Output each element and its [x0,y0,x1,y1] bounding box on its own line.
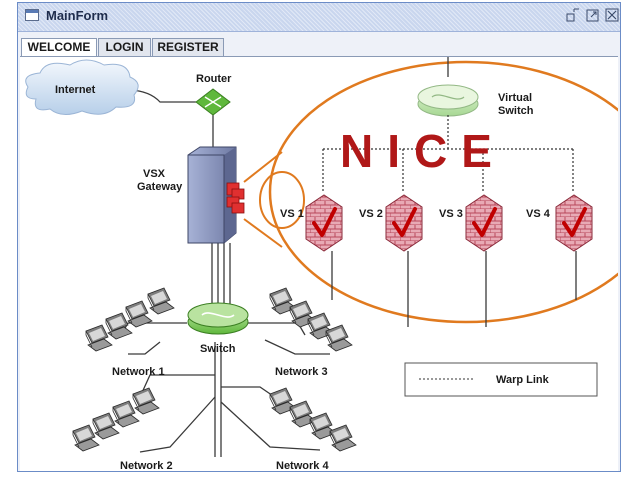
zoom-ellipse [268,60,618,324]
network3-label: Network 3 [275,366,328,378]
vsx-label-line1: VSX [143,168,166,180]
internet-label: Internet [55,84,96,96]
legend-warp-link: Warp Link [496,374,550,386]
zoom-callout-lines [243,151,283,248]
virtual-switch-line1: Virtual [498,92,532,104]
callout-small-ellipse [259,171,305,229]
window-title: MainForm [46,8,109,23]
welcome-panel: Internet Router VSX Gateway [20,56,618,471]
firewall-vs2-icon [385,194,423,252]
tab-welcome[interactable]: WELCOME [21,38,97,57]
main-form-window: MainForm WELCOME LOGIN REGISTER [17,2,621,472]
network-diagram: Internet Router VSX Gateway [25,57,618,471]
network4-label: Network 4 [276,460,329,471]
firewall-downlinks [331,251,577,327]
tab-strip: WELCOME LOGIN REGISTER [18,38,620,57]
maximize-icon[interactable] [586,8,600,22]
vsx-gateway-icon [187,146,245,244]
vs4-label: VS 4 [526,208,551,220]
switch-icon [187,302,249,335]
vs2-label: VS 2 [359,208,383,220]
virtual-link-lines [322,115,574,192]
switch-label: Switch [200,343,236,355]
network4-computers-icon [269,387,357,452]
tab-register[interactable]: REGISTER [152,38,224,56]
nice-stamp: NICE [340,125,506,177]
network1-computers-icon [85,287,175,352]
router-label: Router [196,73,232,85]
virtual-switch-line2: Switch [498,105,534,117]
close-icon[interactable] [605,8,619,22]
internet-cloud-icon [25,59,139,115]
legend-box [404,362,598,397]
minimize-icon[interactable] [566,8,580,22]
firewall-vs4-icon [555,194,593,252]
vs1-label: VS 1 [280,208,304,220]
network2-computers-icon [72,387,160,452]
vsx-label-line2: Gateway [137,181,183,193]
title-bar[interactable]: MainForm [18,3,620,32]
network2-label: Network 2 [120,460,173,471]
network3-computers-icon [269,287,353,352]
network1-label: Network 1 [112,366,165,378]
window-icon [25,9,39,21]
virtual-switch-icon [417,84,479,117]
vs3-label: VS 3 [439,208,463,220]
router-icon [195,88,231,116]
firewall-vs3-icon [465,194,503,252]
firewall-vs1-icon [305,194,343,252]
tab-login[interactable]: LOGIN [98,38,151,56]
